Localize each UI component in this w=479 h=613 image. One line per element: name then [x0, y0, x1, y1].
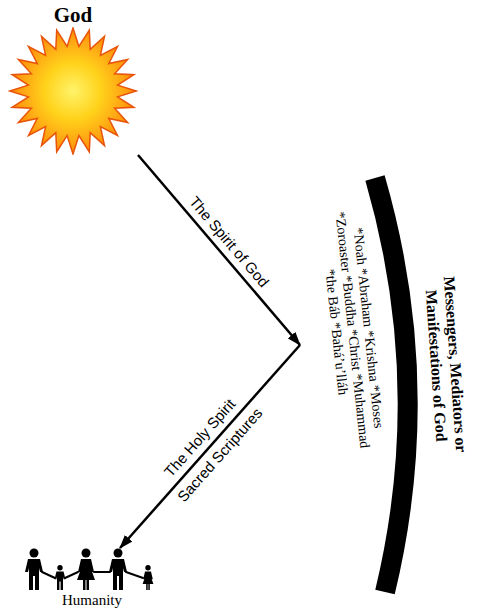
connector-arrow	[120, 345, 300, 548]
woman-figure	[77, 549, 95, 591]
humanity-node: Humanity	[20, 548, 165, 610]
man-figure	[109, 549, 127, 591]
sun-illustration	[8, 27, 138, 155]
man-figure	[25, 549, 43, 591]
child-figure	[143, 565, 154, 590]
edge-label: The Spirit of God	[185, 193, 272, 291]
family-silhouette	[20, 548, 165, 590]
holding-hands	[42, 572, 143, 578]
messenger-band-node: Messengers, Mediators or Manifestations …	[300, 165, 475, 605]
sun-node: God	[8, 3, 138, 155]
god-title: God	[54, 3, 93, 27]
child-figure	[55, 565, 66, 590]
band-heading: Messengers, Mediators or Manifestations …	[420, 266, 472, 463]
connector-arrow	[138, 155, 300, 345]
sun-rays	[10, 28, 136, 154]
humanity-label: Humanity	[62, 592, 122, 608]
